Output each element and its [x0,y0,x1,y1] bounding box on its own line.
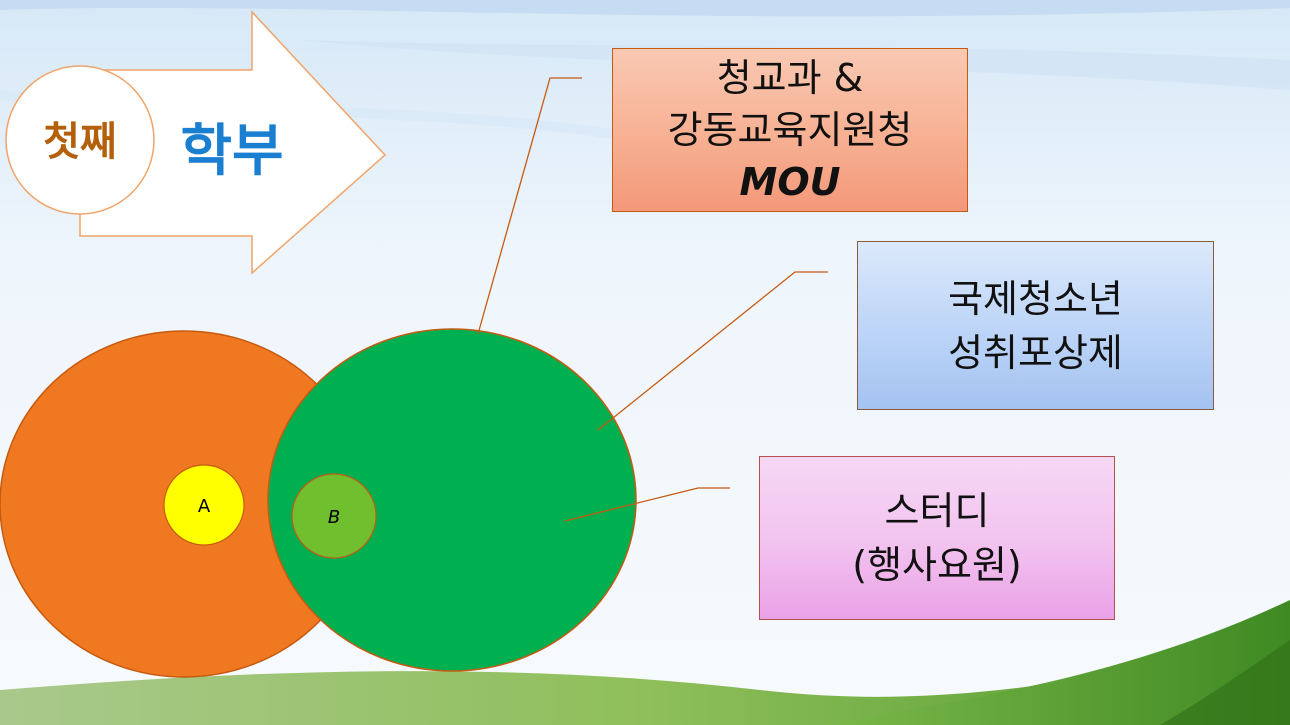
connector-mou [477,77,582,335]
connector-award [597,271,828,431]
callout-mou-line-1: 청교과 & [716,56,864,100]
callout-award: 국제청소년 성취포상제 [857,241,1214,410]
callout-study-line-2: (행사요원) [852,543,1022,587]
circle-b-label: B [328,507,340,528]
title-circle [5,65,155,215]
order-label: 첫째 [43,119,117,165]
circle-a-label: A [198,496,211,517]
hill-shadow [1160,640,1290,725]
circle-b [291,473,377,559]
callout-mou-line-3: MOU [739,160,841,204]
cloud-streak [0,0,1290,17]
callout-mou: 청교과 & 강동교육지원청 MOU [612,48,968,212]
circle-a [163,464,245,546]
hill-front [820,600,1290,725]
callout-study-line-1: 스터디 [884,489,990,533]
callout-mou-line-2: 강동교육지원청 [667,108,913,152]
callout-award-line-2: 성취포상제 [948,330,1123,375]
section-heading: 학부 [180,119,283,184]
callout-study: 스터디 (행사요원) [759,456,1115,620]
connector-study [564,487,730,522]
title-arrow [79,10,387,275]
callout-award-line-1: 국제청소년 [948,276,1123,321]
green-circle [267,328,637,672]
